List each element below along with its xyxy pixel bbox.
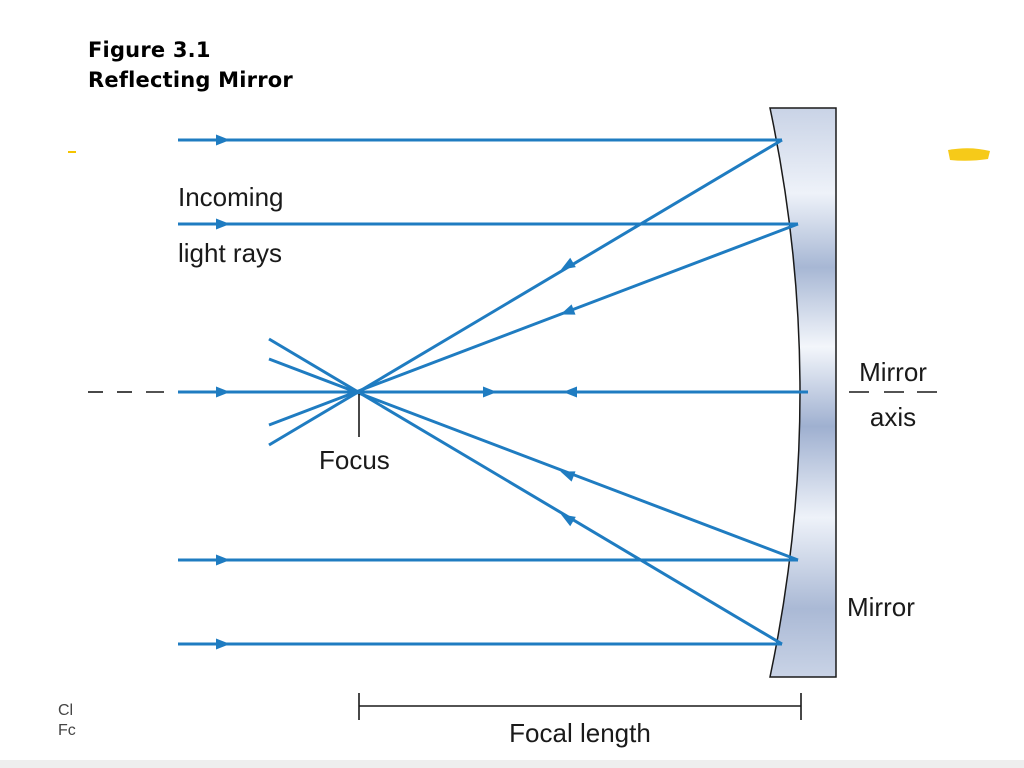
arrow-left-icon <box>560 471 576 482</box>
arrow-right-icon <box>216 218 230 230</box>
arrow-left-icon <box>560 257 576 270</box>
incoming-label-line1: Incoming <box>178 182 284 212</box>
ray-arrows <box>216 134 577 650</box>
focal-length-label: Focal length <box>509 718 651 748</box>
reflected-ray-2 <box>268 222 799 427</box>
arrow-left-icon <box>563 386 577 398</box>
highlight-marker-icon <box>948 148 990 161</box>
credit-line-1: Cl <box>58 702 74 719</box>
mirror-axis-label-line2: axis <box>870 402 916 432</box>
arrow-right-icon <box>216 134 230 146</box>
reflected-ray-1 <box>268 138 783 447</box>
arrow-left-icon <box>560 514 576 527</box>
credit-line-2: Fc <box>58 722 76 739</box>
bottom-strip <box>0 760 1024 768</box>
focal-length-dimension <box>358 693 802 720</box>
arrow-right-icon <box>216 386 230 398</box>
figure-title: Reflecting Mirror <box>88 68 293 92</box>
arrow-right-icon <box>483 386 497 398</box>
arrow-left-icon <box>560 304 576 315</box>
focus-label: Focus <box>319 445 390 475</box>
incoming-label-line2: light rays <box>178 238 282 268</box>
arrow-right-icon <box>216 638 230 650</box>
mirror-axis-label-line1: Mirror <box>859 357 927 387</box>
arrow-right-icon <box>216 554 230 566</box>
mirror-label: Mirror <box>847 592 915 622</box>
figure-number: Figure 3.1 <box>88 38 211 62</box>
reflected-rays <box>268 138 799 646</box>
reflected-ray-5 <box>268 337 783 646</box>
